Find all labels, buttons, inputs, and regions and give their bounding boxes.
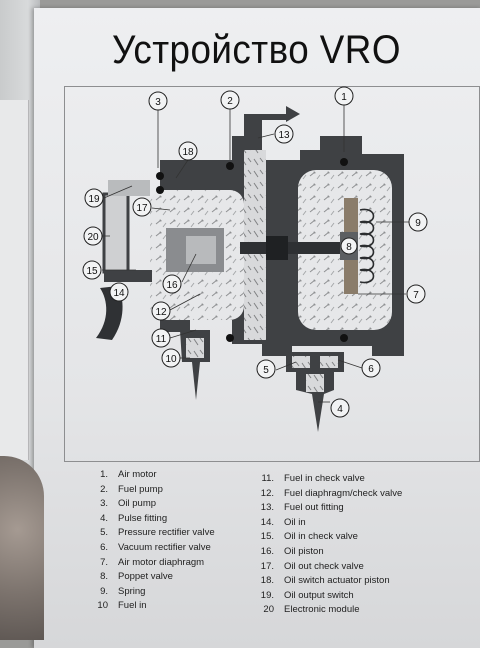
callout-2: 2 xyxy=(220,90,240,110)
poster-title: Устройство VRO xyxy=(112,28,401,72)
svg-text:7: 7 xyxy=(413,290,419,301)
legend-left: 1.Air motor 2.Fuel pump 3.Oil pump 4.Pul… xyxy=(82,468,215,614)
legend-right: 11.Fuel in check valve 12.Fuel diaphragm… xyxy=(248,472,403,618)
svg-text:1: 1 xyxy=(341,92,347,103)
callout-9: 9 xyxy=(408,212,428,232)
callouts: 1 2 3 4 5 6 7 8 9 10 11 12 13 14 15 16 1… xyxy=(82,86,428,418)
svg-text:15: 15 xyxy=(86,266,98,277)
svg-text:12: 12 xyxy=(155,307,167,318)
legend-item-1: 1.Air motor xyxy=(100,469,157,480)
callout-10: 10 xyxy=(161,348,181,368)
callout-17: 17 xyxy=(132,197,152,217)
svg-text:17: 17 xyxy=(136,203,148,214)
callout-6: 6 xyxy=(361,358,381,378)
svg-text:16: 16 xyxy=(166,280,178,291)
legend-item-12: 12.Fuel diaphragm/check valve xyxy=(260,487,403,499)
legend-item-9: 9.Spring xyxy=(100,585,146,597)
pump-housing xyxy=(96,106,404,432)
svg-text:5: 5 xyxy=(263,365,269,376)
callout-3: 3 xyxy=(148,91,168,111)
legend-item-8: 8.Poppet valve xyxy=(100,571,173,583)
svg-text:6: 6 xyxy=(368,364,374,375)
svg-text:19: 19 xyxy=(88,194,100,205)
callout-14: 14 xyxy=(109,282,129,302)
svg-text:8: 8 xyxy=(346,242,352,253)
callout-8: 8 xyxy=(340,237,358,255)
legend-item-14: 14.Oil in xyxy=(260,516,306,528)
legend-item-17: 17.Oil out check valve xyxy=(260,560,364,572)
callout-15: 15 xyxy=(82,260,102,280)
svg-text:13: 13 xyxy=(278,130,290,141)
legend-item-18: 18.Oil switch actuator piston xyxy=(260,575,390,587)
callout-19: 19 xyxy=(84,188,104,208)
svg-text:10: 10 xyxy=(165,354,177,365)
callout-18: 18 xyxy=(178,141,198,161)
legend-item-7: 7.Air motor diaphragm xyxy=(100,556,205,568)
svg-text:18: 18 xyxy=(182,147,194,158)
svg-text:4: 4 xyxy=(337,404,343,415)
legend-item-6: 6.Vacuum rectifier valve xyxy=(100,541,211,553)
legend-item-16: 16.Oil piston xyxy=(260,545,324,557)
callout-4: 4 xyxy=(330,398,350,418)
legend-item-13: 13.Fuel out fitting xyxy=(260,502,344,514)
legend-item-5: 5.Pressure rectifier valve xyxy=(100,527,215,539)
callout-16: 16 xyxy=(162,274,182,294)
callout-12: 12 xyxy=(151,301,171,321)
legend-item-19: 19.Oil output switch xyxy=(260,589,354,601)
svg-text:2: 2 xyxy=(227,96,233,107)
callout-13: 13 xyxy=(274,124,294,144)
callout-leaders xyxy=(102,105,410,403)
legend-item-11: 11.Fuel in check valve xyxy=(261,473,365,484)
svg-text:20: 20 xyxy=(87,232,99,243)
foreground-object xyxy=(0,456,44,640)
callout-1: 1 xyxy=(334,86,354,106)
callout-7: 7 xyxy=(406,284,426,304)
svg-text:11: 11 xyxy=(156,334,167,345)
svg-text:3: 3 xyxy=(155,97,161,108)
callout-11: 11 xyxy=(151,328,171,348)
svg-text:9: 9 xyxy=(415,218,421,229)
svg-text:14: 14 xyxy=(113,288,125,299)
callout-5: 5 xyxy=(256,359,276,379)
legend-item-15: 15.Oil in check valve xyxy=(260,531,358,543)
legend-item-4: 4.Pulse fitting xyxy=(100,512,168,524)
legend-item-3: 3.Oil pump xyxy=(100,498,157,510)
callout-20: 20 xyxy=(83,226,103,246)
adjacent-sheet xyxy=(0,100,29,460)
legend-item-2: 2.Fuel pump xyxy=(100,483,163,495)
